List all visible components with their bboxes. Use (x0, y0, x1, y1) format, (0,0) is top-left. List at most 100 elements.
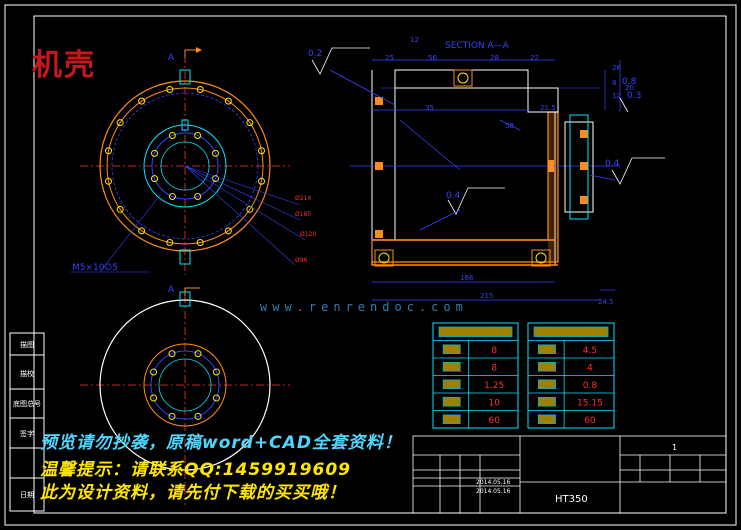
bolt-hole (116, 119, 124, 127)
dimension-mid-2: 21.5 (540, 104, 556, 112)
roughness-value: 0.4 (605, 159, 620, 169)
table-row-label-mark (442, 396, 461, 407)
dimension-right-2: 12 (612, 92, 621, 100)
title-block (412, 435, 727, 514)
dimension-top-3: 28 (490, 54, 499, 62)
bolt-hole-inner (194, 192, 202, 200)
svg-text:Ø120: Ø120 (300, 231, 316, 238)
roughness-value: 0.4 (446, 191, 461, 201)
table-cell-value: 0.8 (583, 381, 598, 391)
left-label-1: 描图 (20, 340, 34, 349)
bolt-hole (224, 227, 232, 235)
bolt-hole (166, 85, 174, 93)
watermark-site: www.renrendoc.com (260, 300, 468, 314)
section-label: SECTION A—A (445, 41, 510, 51)
bolt-hole (258, 147, 266, 155)
watermark-line-2: 温馨提示：请联系QQ:1459919609 (40, 460, 351, 480)
bolt-hole (168, 350, 176, 358)
watermark-line-3: 此为设计资料，请先付下载的买买哦！ (40, 483, 346, 503)
drawing-border (4, 4, 737, 526)
dimension-mid-1: 58 (505, 122, 514, 130)
watermark-line-1: 预览请勿抄袭，原稿word+CAD全套资料！ (40, 433, 402, 453)
roughness-symbols (311, 47, 665, 231)
title-date-2: 2014.05.16 (476, 488, 511, 495)
view-arrow-label-bottom: A (168, 285, 175, 295)
dimension-top-1: 25 (385, 54, 394, 62)
bottom-view: A (80, 285, 290, 505)
table-row-label-mark (537, 379, 556, 390)
table-cell-value: 60 (488, 416, 500, 426)
bolt-hole (196, 85, 204, 93)
table-row-label-mark (442, 379, 461, 390)
title-date-1: 2014.05.16 (476, 479, 511, 486)
roughness-value: 0.3 (627, 91, 641, 101)
bolt-hole (116, 205, 124, 213)
dimension-bottom-2: 24.5 (598, 298, 614, 306)
bolt-hole (246, 119, 254, 127)
bolt-hole (212, 368, 220, 376)
dimension-right-0: 26 (612, 64, 621, 72)
dimension-right-3: 20 (625, 84, 634, 92)
bolt-hole-inner (151, 149, 159, 157)
bolt-hole (194, 350, 202, 358)
bolt-holes-inner (151, 132, 219, 200)
bolt-hole-inner (168, 192, 176, 200)
left-stamp-column (9, 332, 45, 512)
table-row-label-mark (537, 344, 556, 355)
dimension-top-2: 56 (428, 54, 437, 62)
bolt-hole (138, 97, 146, 105)
logo-text: 机壳 (32, 48, 96, 83)
left-label-5: 日期 (20, 491, 34, 499)
top-view: M5×10∅5 Ø214 Ø185 Ø120 Ø96 A (70, 47, 316, 275)
dimension-bottom-0: 168 (460, 274, 473, 282)
table-row-label-mark (442, 344, 461, 355)
table-header-mark (533, 326, 609, 337)
table-cell-value: 1.25 (484, 381, 504, 391)
table-row-label-mark (537, 361, 556, 372)
left-label-2: 描校 (20, 369, 34, 378)
dimension-bottom-1: 215 (480, 292, 493, 300)
title-sheet-no: 1 (672, 443, 677, 452)
bolt-hole (104, 147, 112, 155)
table-cell-value: 8 (491, 363, 497, 373)
section-view: SECTION A—A (350, 36, 634, 306)
table-cell-value: 15.15 (577, 398, 603, 408)
left-label-4: 签字 (20, 429, 34, 438)
bolt-hole (104, 177, 112, 185)
roughness-value: 0.8 (622, 77, 637, 87)
title-material: HT350 (555, 494, 588, 505)
dimension-top-0: 12 (410, 36, 419, 44)
bolt-hole (168, 412, 176, 420)
table-cell-value: 8 (491, 346, 497, 356)
table-header-mark (438, 326, 513, 337)
bolt-hole (166, 239, 174, 247)
dimension-mid-0: 35 (425, 104, 434, 112)
roughness-value: 0.2 (308, 49, 322, 59)
bolt-hole-inner (194, 132, 202, 140)
bolt-hole (150, 368, 158, 376)
bolt-holes-bottom (150, 350, 220, 420)
bolt-holes-outer (104, 85, 266, 247)
param-table-1: 8 8 1.25 10 60 (432, 322, 519, 429)
table-row-label-mark (442, 361, 461, 372)
dimension-right-1: 8 (612, 79, 616, 87)
drawing-frame (33, 15, 727, 514)
bolt-hole (196, 239, 204, 247)
table-cell-value: 4.5 (583, 346, 597, 356)
left-label-3: 底图总号 (13, 399, 41, 408)
thread-label: M5×10∅5 (72, 263, 118, 273)
bolt-hole-inner (168, 132, 176, 140)
svg-text:Ø185: Ø185 (295, 211, 311, 218)
bolt-hole (258, 177, 266, 185)
bolt-hole (138, 227, 146, 235)
table-row-label-mark (537, 396, 556, 407)
dimension-top-4: 22 (530, 54, 539, 62)
left-stamp-labels: 描图 描校 底图总号 签字 日期 (13, 340, 41, 499)
table-cell-value: 10 (488, 398, 500, 408)
bolt-hole-inner (211, 149, 219, 157)
bolt-hole (212, 394, 220, 402)
svg-text:Ø96: Ø96 (295, 257, 308, 264)
table-row-label-mark (442, 414, 461, 425)
table-cell-value: 4 (587, 363, 593, 373)
